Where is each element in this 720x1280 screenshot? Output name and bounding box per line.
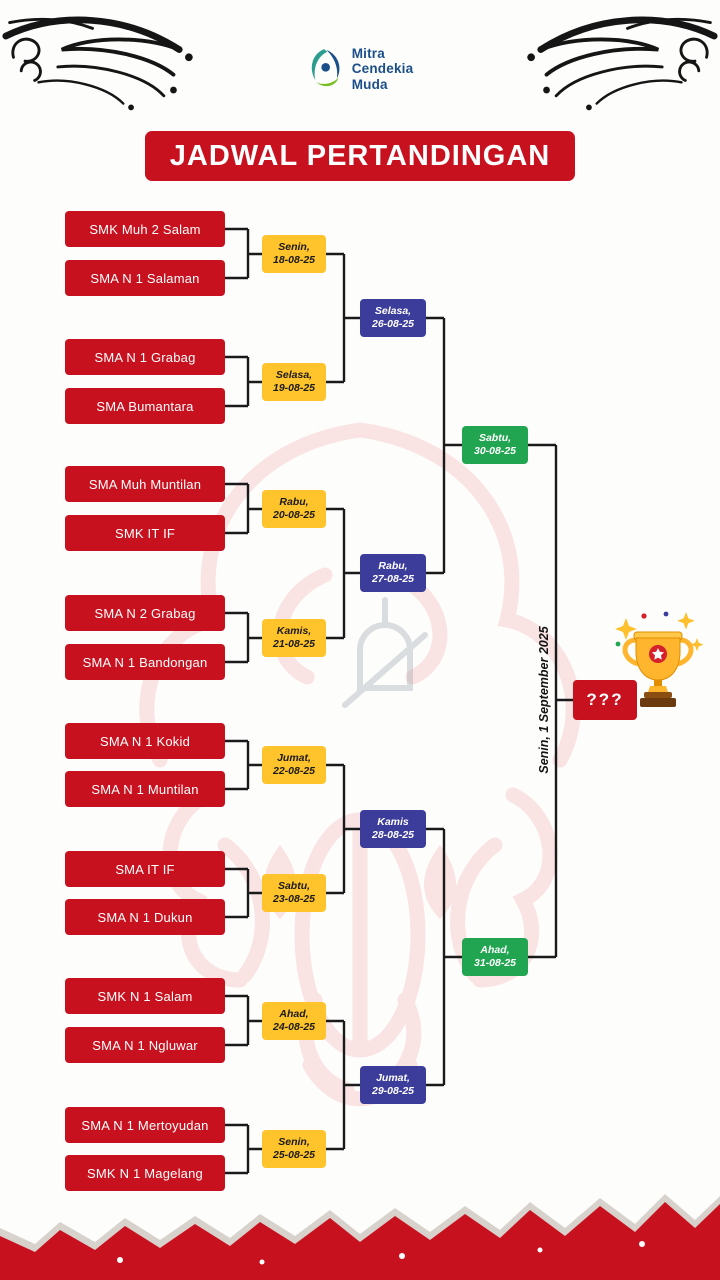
logo-line-2: Cendekia <box>351 61 414 77</box>
logo-icon <box>311 49 340 87</box>
match-date-box: Sabtu, 23-08-25 <box>262 874 326 912</box>
match-date-box: Senin, 25-08-25 <box>262 1130 326 1168</box>
corner-flourish-icon <box>527 16 718 111</box>
emblem-watermark <box>342 597 428 708</box>
team-box: SMK N 1 Salam <box>65 978 225 1014</box>
team-box: SMA N 1 Dukun <box>65 899 225 935</box>
quarterfinal-date-box: Kamis 28-08-25 <box>360 810 426 848</box>
match-date: 22-08-25 <box>272 765 316 777</box>
match-date: 28-08-25 <box>371 829 415 841</box>
match-day: Senin, <box>278 1135 310 1148</box>
team-box: SMA Bumantara <box>65 388 225 424</box>
team-box: SMA N 1 Mertoyudan <box>65 1107 225 1143</box>
match-day: Selasa, <box>275 368 313 381</box>
match-day: Ahad, <box>480 943 510 956</box>
match-day: Kamis, <box>276 624 312 637</box>
match-date: 20-08-25 <box>272 509 316 521</box>
quarterfinal-date-box: Rabu, 27-08-25 <box>360 554 426 592</box>
match-day: Sabtu, <box>478 431 512 444</box>
match-day: Jumat, <box>277 751 311 764</box>
team-box: SMK N 1 Magelang <box>65 1155 225 1191</box>
match-day: Rabu, <box>378 559 408 572</box>
torn-edge <box>0 1194 720 1280</box>
match-date: 26-08-25 <box>371 318 415 330</box>
quarterfinal-date-box: Selasa, 26-08-25 <box>360 299 426 337</box>
match-date-box: Jumat, 22-08-25 <box>262 746 326 784</box>
team-box: SMK Muh 2 Salam <box>65 211 225 247</box>
match-date-box: Selasa, 19-08-25 <box>262 363 326 401</box>
match-date: 18-08-25 <box>272 254 316 266</box>
page-title: JADWAL PERTANDINGAN <box>169 139 551 172</box>
match-date-box: Senin, 18-08-25 <box>262 235 326 273</box>
match-day: Rabu, <box>279 495 309 508</box>
match-date: 29-08-25 <box>371 1085 415 1097</box>
quarterfinal-date-box: Jumat, 29-08-25 <box>360 1066 426 1104</box>
match-day: Jumat, <box>376 1071 410 1084</box>
team-box: SMA N 1 Grabag <box>65 339 225 375</box>
match-date: 21-08-25 <box>272 638 316 650</box>
logo-line-3: Muda <box>351 76 388 92</box>
team-box: SMK IT IF <box>65 515 225 551</box>
match-day: Selasa, <box>374 304 412 317</box>
logo-line-1: Mitra <box>351 46 385 62</box>
match-date-box: Ahad, 24-08-25 <box>262 1002 326 1040</box>
title-banner: JADWAL PERTANDINGAN <box>145 131 575 181</box>
logo: Mitra Cendekia Muda <box>307 46 414 92</box>
match-date: 25-08-25 <box>272 1149 316 1161</box>
match-date-box: Rabu, 20-08-25 <box>262 490 326 528</box>
match-date: 24-08-25 <box>272 1021 316 1033</box>
team-box: SMA N 1 Bandongan <box>65 644 225 680</box>
team-box: SMA N 1 Salaman <box>65 260 225 296</box>
logo-text: Mitra Cendekia Muda <box>352 46 414 91</box>
match-date: 23-08-25 <box>272 893 316 905</box>
semifinal-date-box: Ahad, 31-08-25 <box>462 938 528 976</box>
team-box: SMA N 1 Kokid <box>65 723 225 759</box>
team-box: SMA IT IF <box>65 851 225 887</box>
match-date: 30-08-25 <box>473 445 517 457</box>
match-day: Kamis <box>377 815 409 828</box>
team-box: SMA Muh Muntilan <box>65 466 225 502</box>
team-box: SMA N 2 Grabag <box>65 595 225 631</box>
match-day: Senin, <box>278 240 310 253</box>
semifinal-date-box: Sabtu, 30-08-25 <box>462 426 528 464</box>
match-date: 31-08-25 <box>473 957 517 969</box>
team-box: SMA N 1 Muntilan <box>65 771 225 807</box>
match-date: 27-08-25 <box>371 573 415 585</box>
match-date: 19-08-25 <box>272 382 316 394</box>
match-day: Ahad, <box>279 1007 309 1020</box>
final-winner-box: ??? <box>573 680 637 720</box>
trophy-icon <box>615 611 704 707</box>
team-box: SMA N 1 Ngluwar <box>65 1027 225 1063</box>
match-date-box: Kamis, 21-08-25 <box>262 619 326 657</box>
match-day: Sabtu, <box>277 879 311 892</box>
corner-flourish-icon <box>2 16 193 111</box>
final-date-vertical: Senin, 1 September 2025 <box>537 626 551 774</box>
